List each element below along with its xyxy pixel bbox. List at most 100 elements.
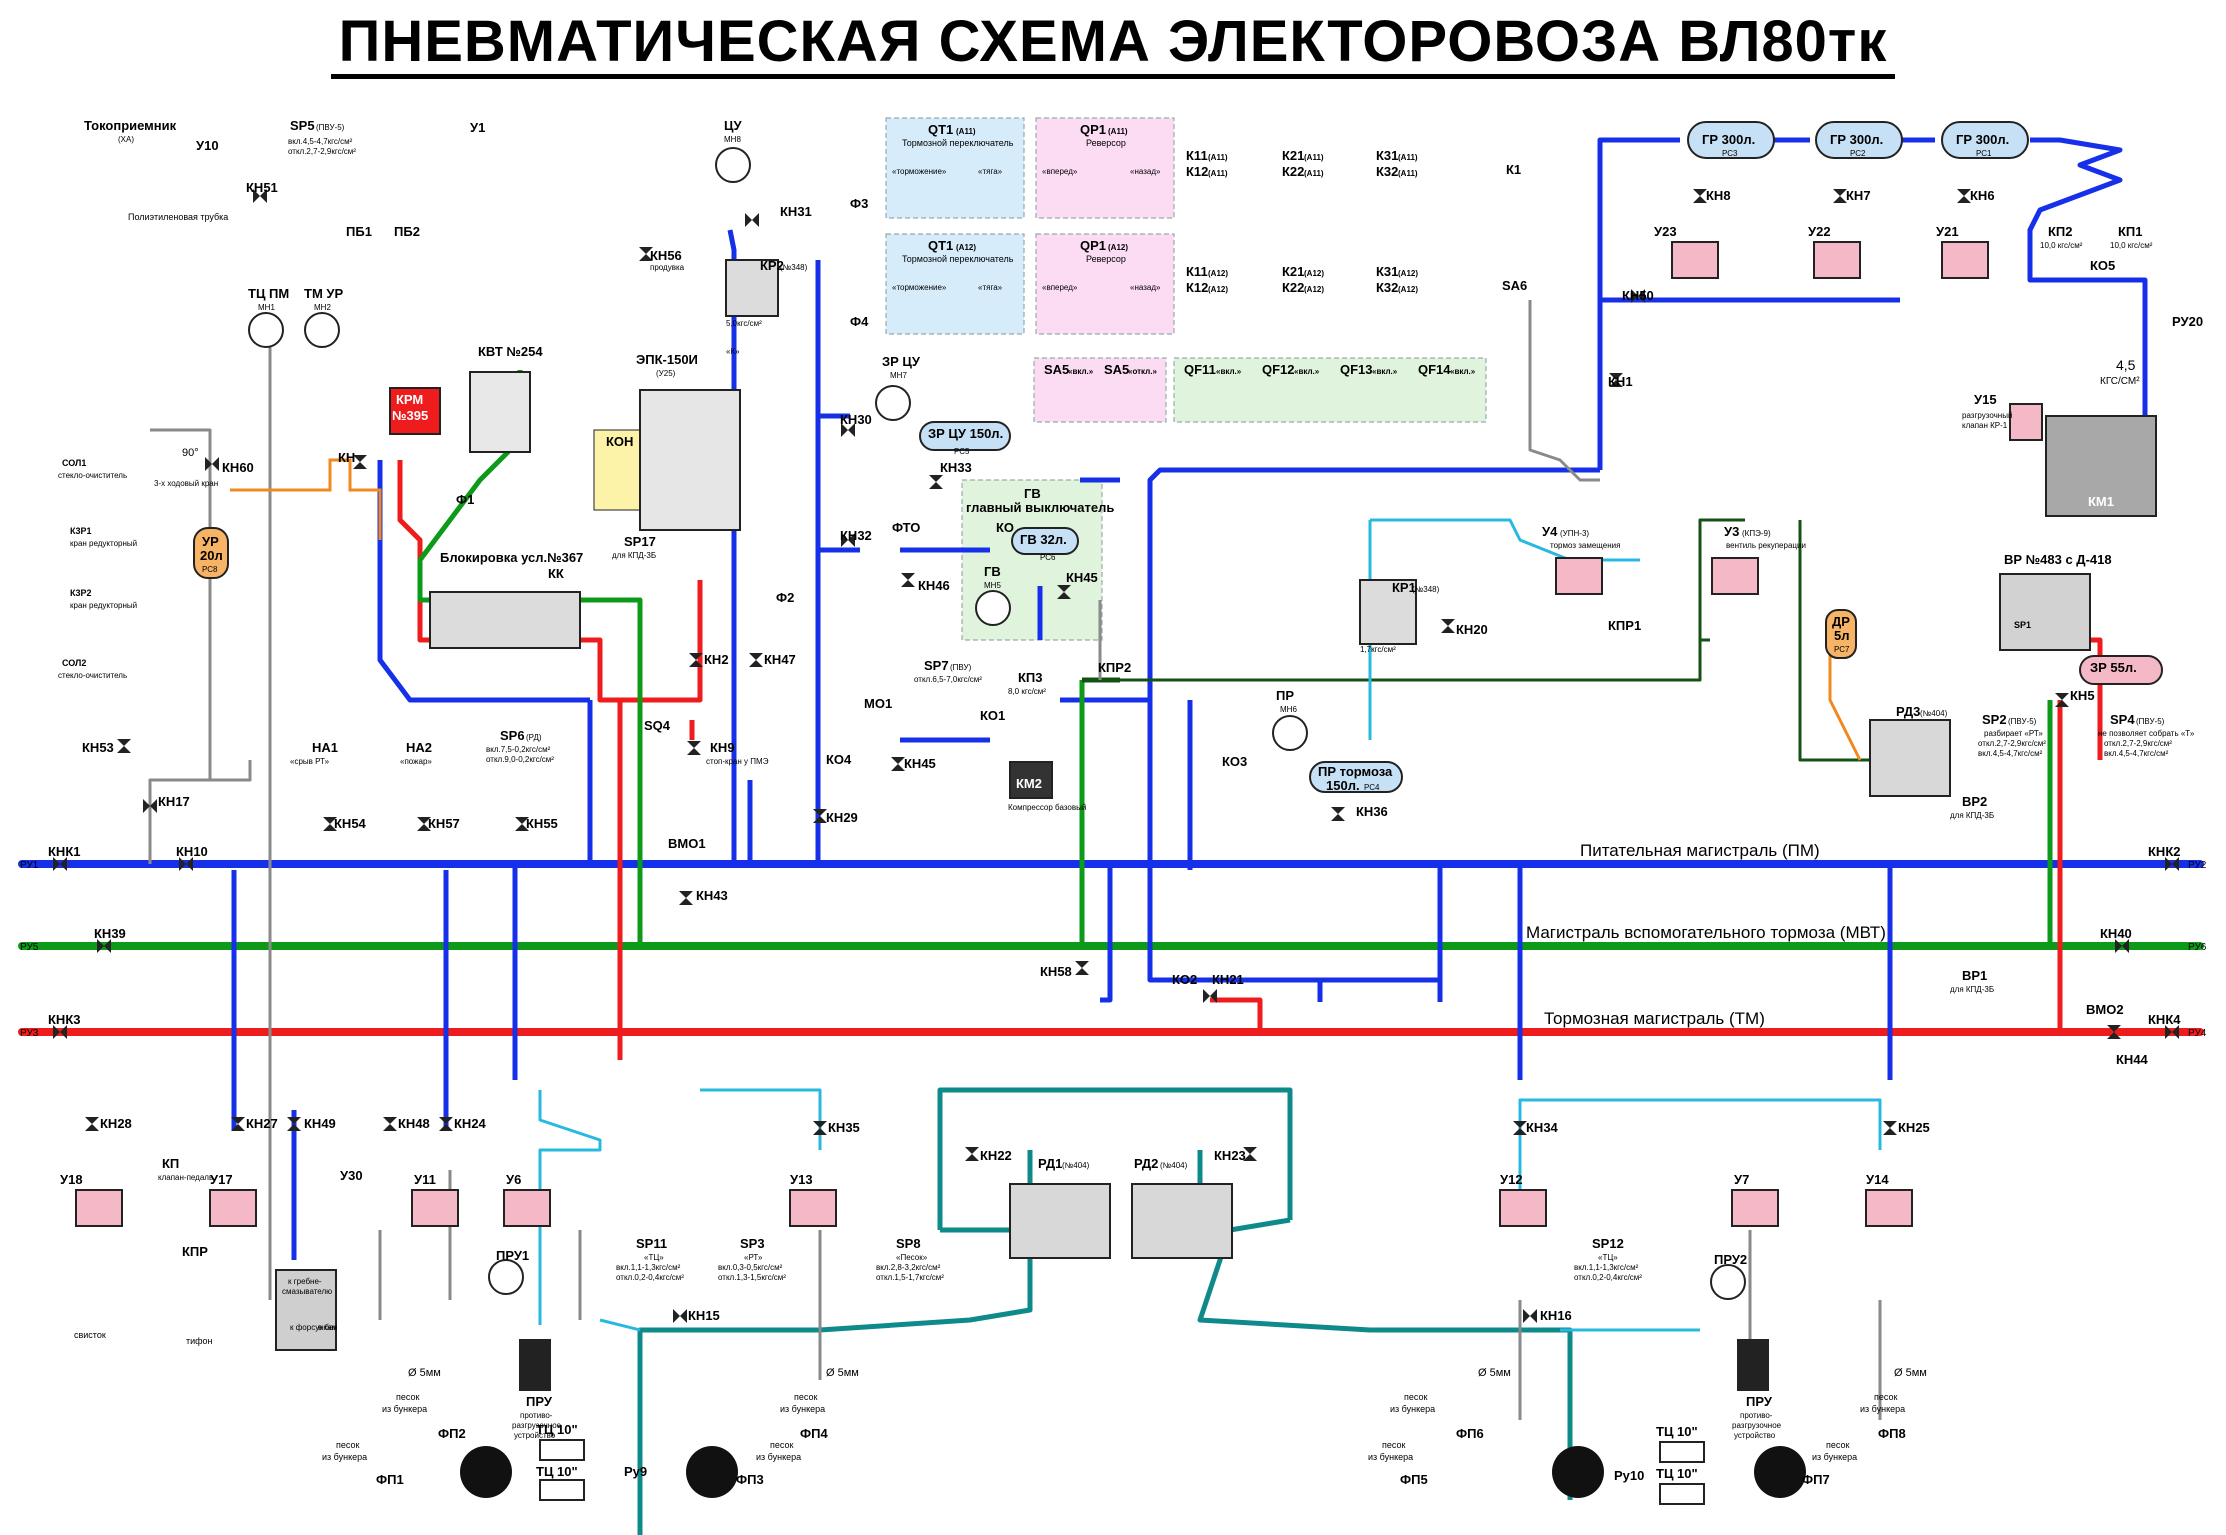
svg-text:для КПД-3Б: для КПД-3Б — [612, 551, 656, 560]
reservoir-pr — [1309, 761, 1403, 793]
svg-text:«назад»: «назад» — [1130, 167, 1161, 176]
svg-text:5л: 5л — [1834, 628, 1850, 643]
svg-text:ФП5: ФП5 — [1400, 1472, 1428, 1487]
labels: Питательная магистраль (ПМ) Магистраль в… — [20, 118, 2207, 1487]
svg-text:КО1: КО1 — [980, 708, 1005, 723]
svg-text:КН47: КН47 — [764, 652, 796, 667]
svg-text:вкл.4,5-4,7кгс/см²: вкл.4,5-4,7кгс/см² — [2104, 749, 2169, 758]
gauge-mn7 — [875, 385, 911, 421]
svg-text:К12: К12 — [1186, 164, 1208, 179]
gauge-mn2 — [304, 312, 340, 348]
tc-left-2 — [539, 1479, 585, 1501]
svg-text:КН40: КН40 — [2100, 926, 2132, 941]
valve-symbol — [2055, 693, 2069, 707]
svg-text:(ПВУ-5): (ПВУ-5) — [2136, 717, 2165, 726]
svg-text:(РД): (РД) — [526, 733, 542, 742]
reservoir-gv32 — [1011, 527, 1079, 555]
svg-text:КН20: КН20 — [1456, 622, 1488, 637]
svg-text:тормоз замещения: тормоз замещения — [1550, 541, 1620, 550]
svg-text:песок: песок — [770, 1440, 793, 1450]
reservoir-gr-rs1 — [1941, 121, 2029, 159]
svg-text:РД3: РД3 — [1896, 704, 1920, 719]
svg-text:(А11): (А11) — [1304, 153, 1324, 162]
svg-text:У23: У23 — [1654, 224, 1677, 239]
qp1-a11-panel — [1035, 117, 1175, 219]
svg-text:«ТЦ»: «ТЦ» — [1598, 1253, 1618, 1262]
svg-text:У15: У15 — [1974, 392, 1997, 407]
svg-text:«торможение»: «торможение» — [892, 283, 947, 292]
svg-text:ГР 300л.: ГР 300л. — [1956, 132, 2009, 147]
svg-text:Тормозной переключатель: Тормозной переключатель — [902, 138, 1014, 148]
svg-text:кран редукторный: кран редукторный — [70, 539, 137, 548]
svg-text:противо-: противо- — [520, 1411, 553, 1420]
svg-text:КО5: КО5 — [2090, 258, 2115, 273]
valve-symbol — [841, 533, 855, 547]
svg-text:ГР 300л.: ГР 300л. — [1830, 132, 1883, 147]
svg-text:КН60: КН60 — [222, 460, 254, 475]
svg-text:КМ1: КМ1 — [2088, 494, 2114, 509]
valve-symbol — [679, 891, 693, 905]
svg-text:КО2: КО2 — [1172, 972, 1197, 987]
svg-text:СОЛ2: СОЛ2 — [62, 658, 86, 668]
epk-150 — [639, 389, 741, 531]
svg-text:(А12): (А12) — [1108, 243, 1128, 252]
svg-text:КН57: КН57 — [428, 816, 460, 831]
svg-text:ГВ: ГВ — [1024, 486, 1041, 501]
svg-text:из бункера: из бункера — [780, 1404, 825, 1414]
svg-text:4,5: 4,5 — [2116, 357, 2136, 373]
svg-text:Ф3: Ф3 — [850, 196, 868, 211]
gauge-mn8 — [715, 147, 751, 183]
svg-text:150л.: 150л. — [1326, 778, 1360, 793]
svg-text:КОН: КОН — [606, 434, 633, 449]
svg-text:РС1: РС1 — [1976, 149, 1992, 158]
svg-text:Реверсор: Реверсор — [1086, 138, 1126, 148]
svg-text:8,0 кгс/см²: 8,0 кгс/см² — [1008, 687, 1046, 696]
svg-text:КГС/СМ²: КГС/СМ² — [2100, 376, 2140, 387]
svg-text:ВМО1: ВМО1 — [668, 836, 706, 851]
svg-text:КО3: КО3 — [1222, 754, 1247, 769]
reservoir-gr-rs2 — [1815, 121, 1903, 159]
svg-text:НА1: НА1 — [312, 740, 338, 755]
valve-symbol — [515, 817, 529, 831]
svg-text:КН39: КН39 — [94, 926, 126, 941]
valve-symbol — [323, 817, 337, 831]
svg-text:(№404): (№404) — [1160, 1161, 1188, 1170]
svg-text:(А11): (А11) — [1304, 169, 1324, 178]
svg-text:КР1: КР1 — [1392, 580, 1416, 595]
valve-symbol — [117, 739, 131, 753]
svg-text:откл.2,7-2,9кгс/см²: откл.2,7-2,9кгс/см² — [288, 147, 356, 156]
km1 — [2045, 415, 2157, 517]
svg-text:к гребне-: к гребне- — [288, 1277, 322, 1286]
svg-text:КН1: КН1 — [1608, 374, 1633, 389]
svg-text:3-х ходовый кран: 3-х ходовый кран — [154, 479, 218, 488]
svg-text:«торможение»: «торможение» — [892, 167, 947, 176]
svg-text:ФП2: ФП2 — [438, 1426, 466, 1441]
svg-text:в бак: в бак — [318, 1323, 337, 1332]
svg-text:КН21: КН21 — [1212, 972, 1244, 987]
svg-text:вкл.1,1-1,3кгс/см²: вкл.1,1-1,3кгс/см² — [1574, 1263, 1639, 1272]
svg-text:(А11): (А11) — [1108, 127, 1128, 136]
svg-text:КО4: КО4 — [826, 752, 852, 767]
svg-text:20л: 20л — [200, 548, 223, 563]
svg-text:(А12): (А12) — [1304, 285, 1324, 294]
svg-text:стекло-очиститель: стекло-очиститель — [58, 671, 127, 680]
krm-395 — [389, 387, 441, 435]
valve-symbol — [1631, 289, 1645, 303]
svg-text:QT1: QT1 — [928, 238, 953, 253]
svg-text:К21: К21 — [1282, 148, 1304, 163]
svg-text:РУ2: РУ2 — [2188, 860, 2207, 871]
svg-text:КН44: КН44 — [2116, 1052, 2149, 1067]
label-tm: Тормозная магистраль (ТМ) — [1544, 1009, 1765, 1028]
svg-text:К32: К32 — [1376, 280, 1398, 295]
rd3 — [1869, 719, 1951, 797]
svg-text:КВТ №254: КВТ №254 — [478, 344, 543, 359]
svg-text:ВР №483 с Д-418: ВР №483 с Д-418 — [2004, 552, 2112, 567]
gauge-pru2 — [1710, 1264, 1746, 1300]
valve-symbol — [687, 741, 701, 755]
svg-text:ПРУ: ПРУ — [526, 1394, 553, 1409]
valve-symbol — [1203, 989, 1217, 1003]
kvt-254 — [469, 371, 531, 453]
svg-text:КК: КК — [548, 566, 564, 581]
valve-symbol — [1609, 373, 1623, 387]
svg-text:SP8: SP8 — [896, 1236, 921, 1251]
